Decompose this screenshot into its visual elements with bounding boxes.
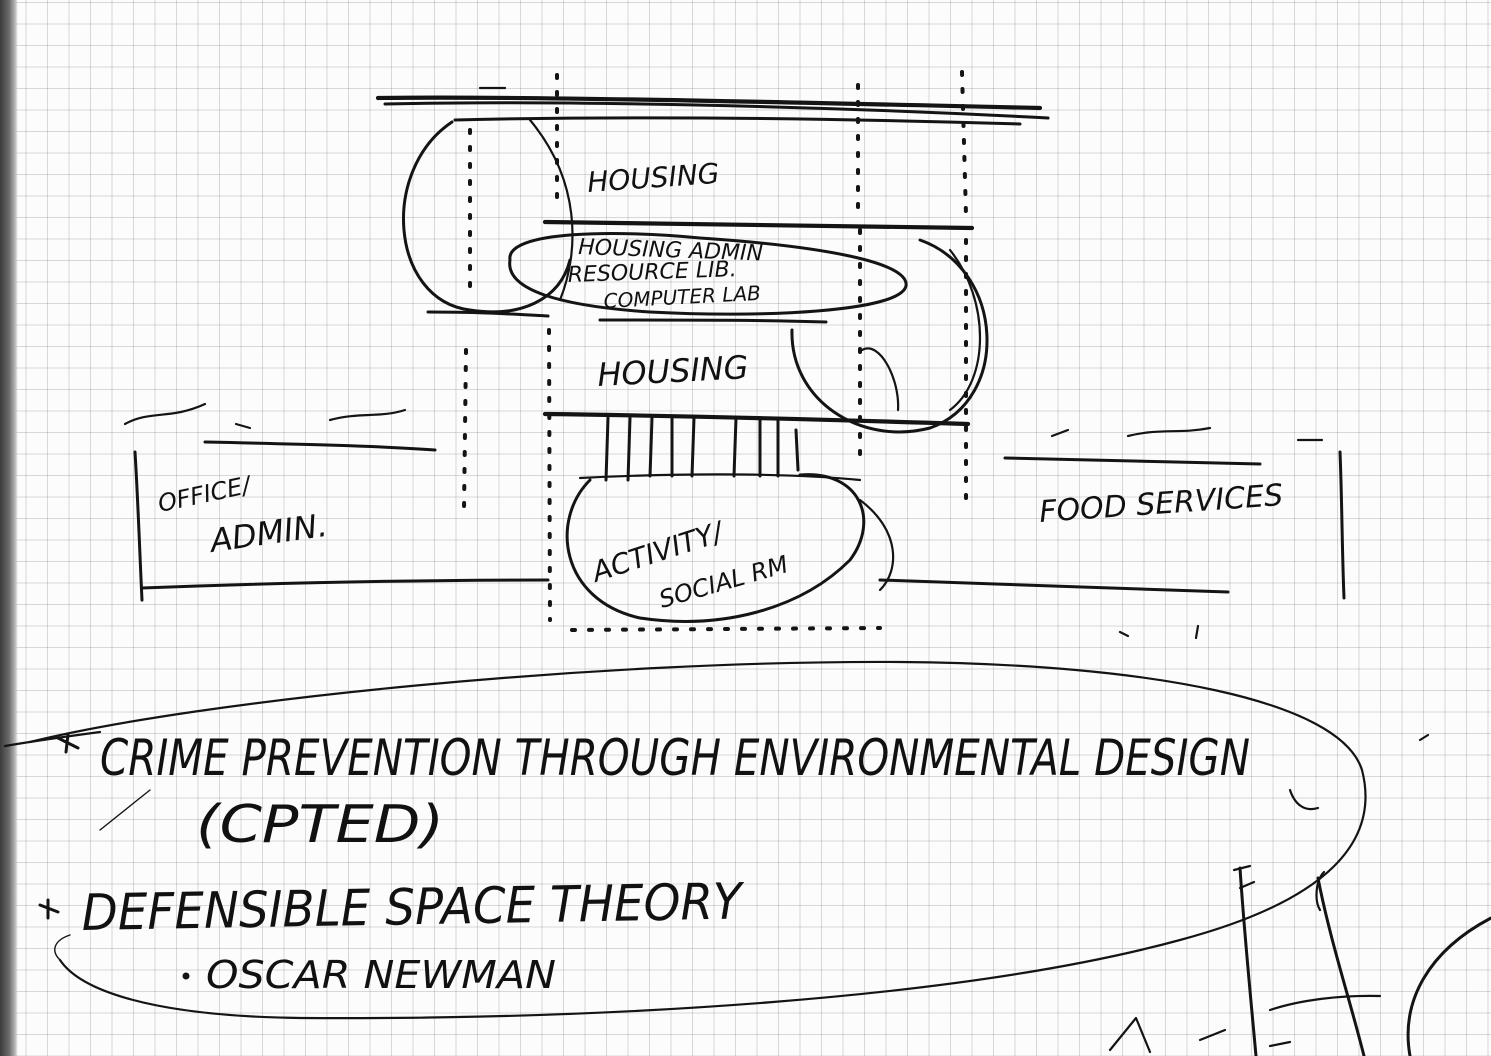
note-cpted-line: Crime Prevention Through Environmental D… <box>100 729 1250 787</box>
label-admin: Admin. <box>206 506 330 560</box>
roof-lines <box>378 88 1048 124</box>
note-cpted-abbrev: (CPTED) <box>196 795 444 855</box>
label-housing-top: Housing <box>586 157 720 199</box>
note-oscar-newman: Oscar Newman <box>206 953 556 997</box>
note-defensible-space: Defensible Space Theory <box>81 872 745 942</box>
label-office: Office/ <box>155 470 255 517</box>
notes-text: Crime Prevention Through Environmental D… <box>81 729 1250 997</box>
label-housing-middle: Housing <box>596 348 749 394</box>
label-food-services: Food Services <box>1038 478 1284 530</box>
partial-sketch-bottom-right <box>1110 866 1491 1056</box>
stair-hatching <box>606 418 798 480</box>
food-services-wing <box>880 428 1344 638</box>
